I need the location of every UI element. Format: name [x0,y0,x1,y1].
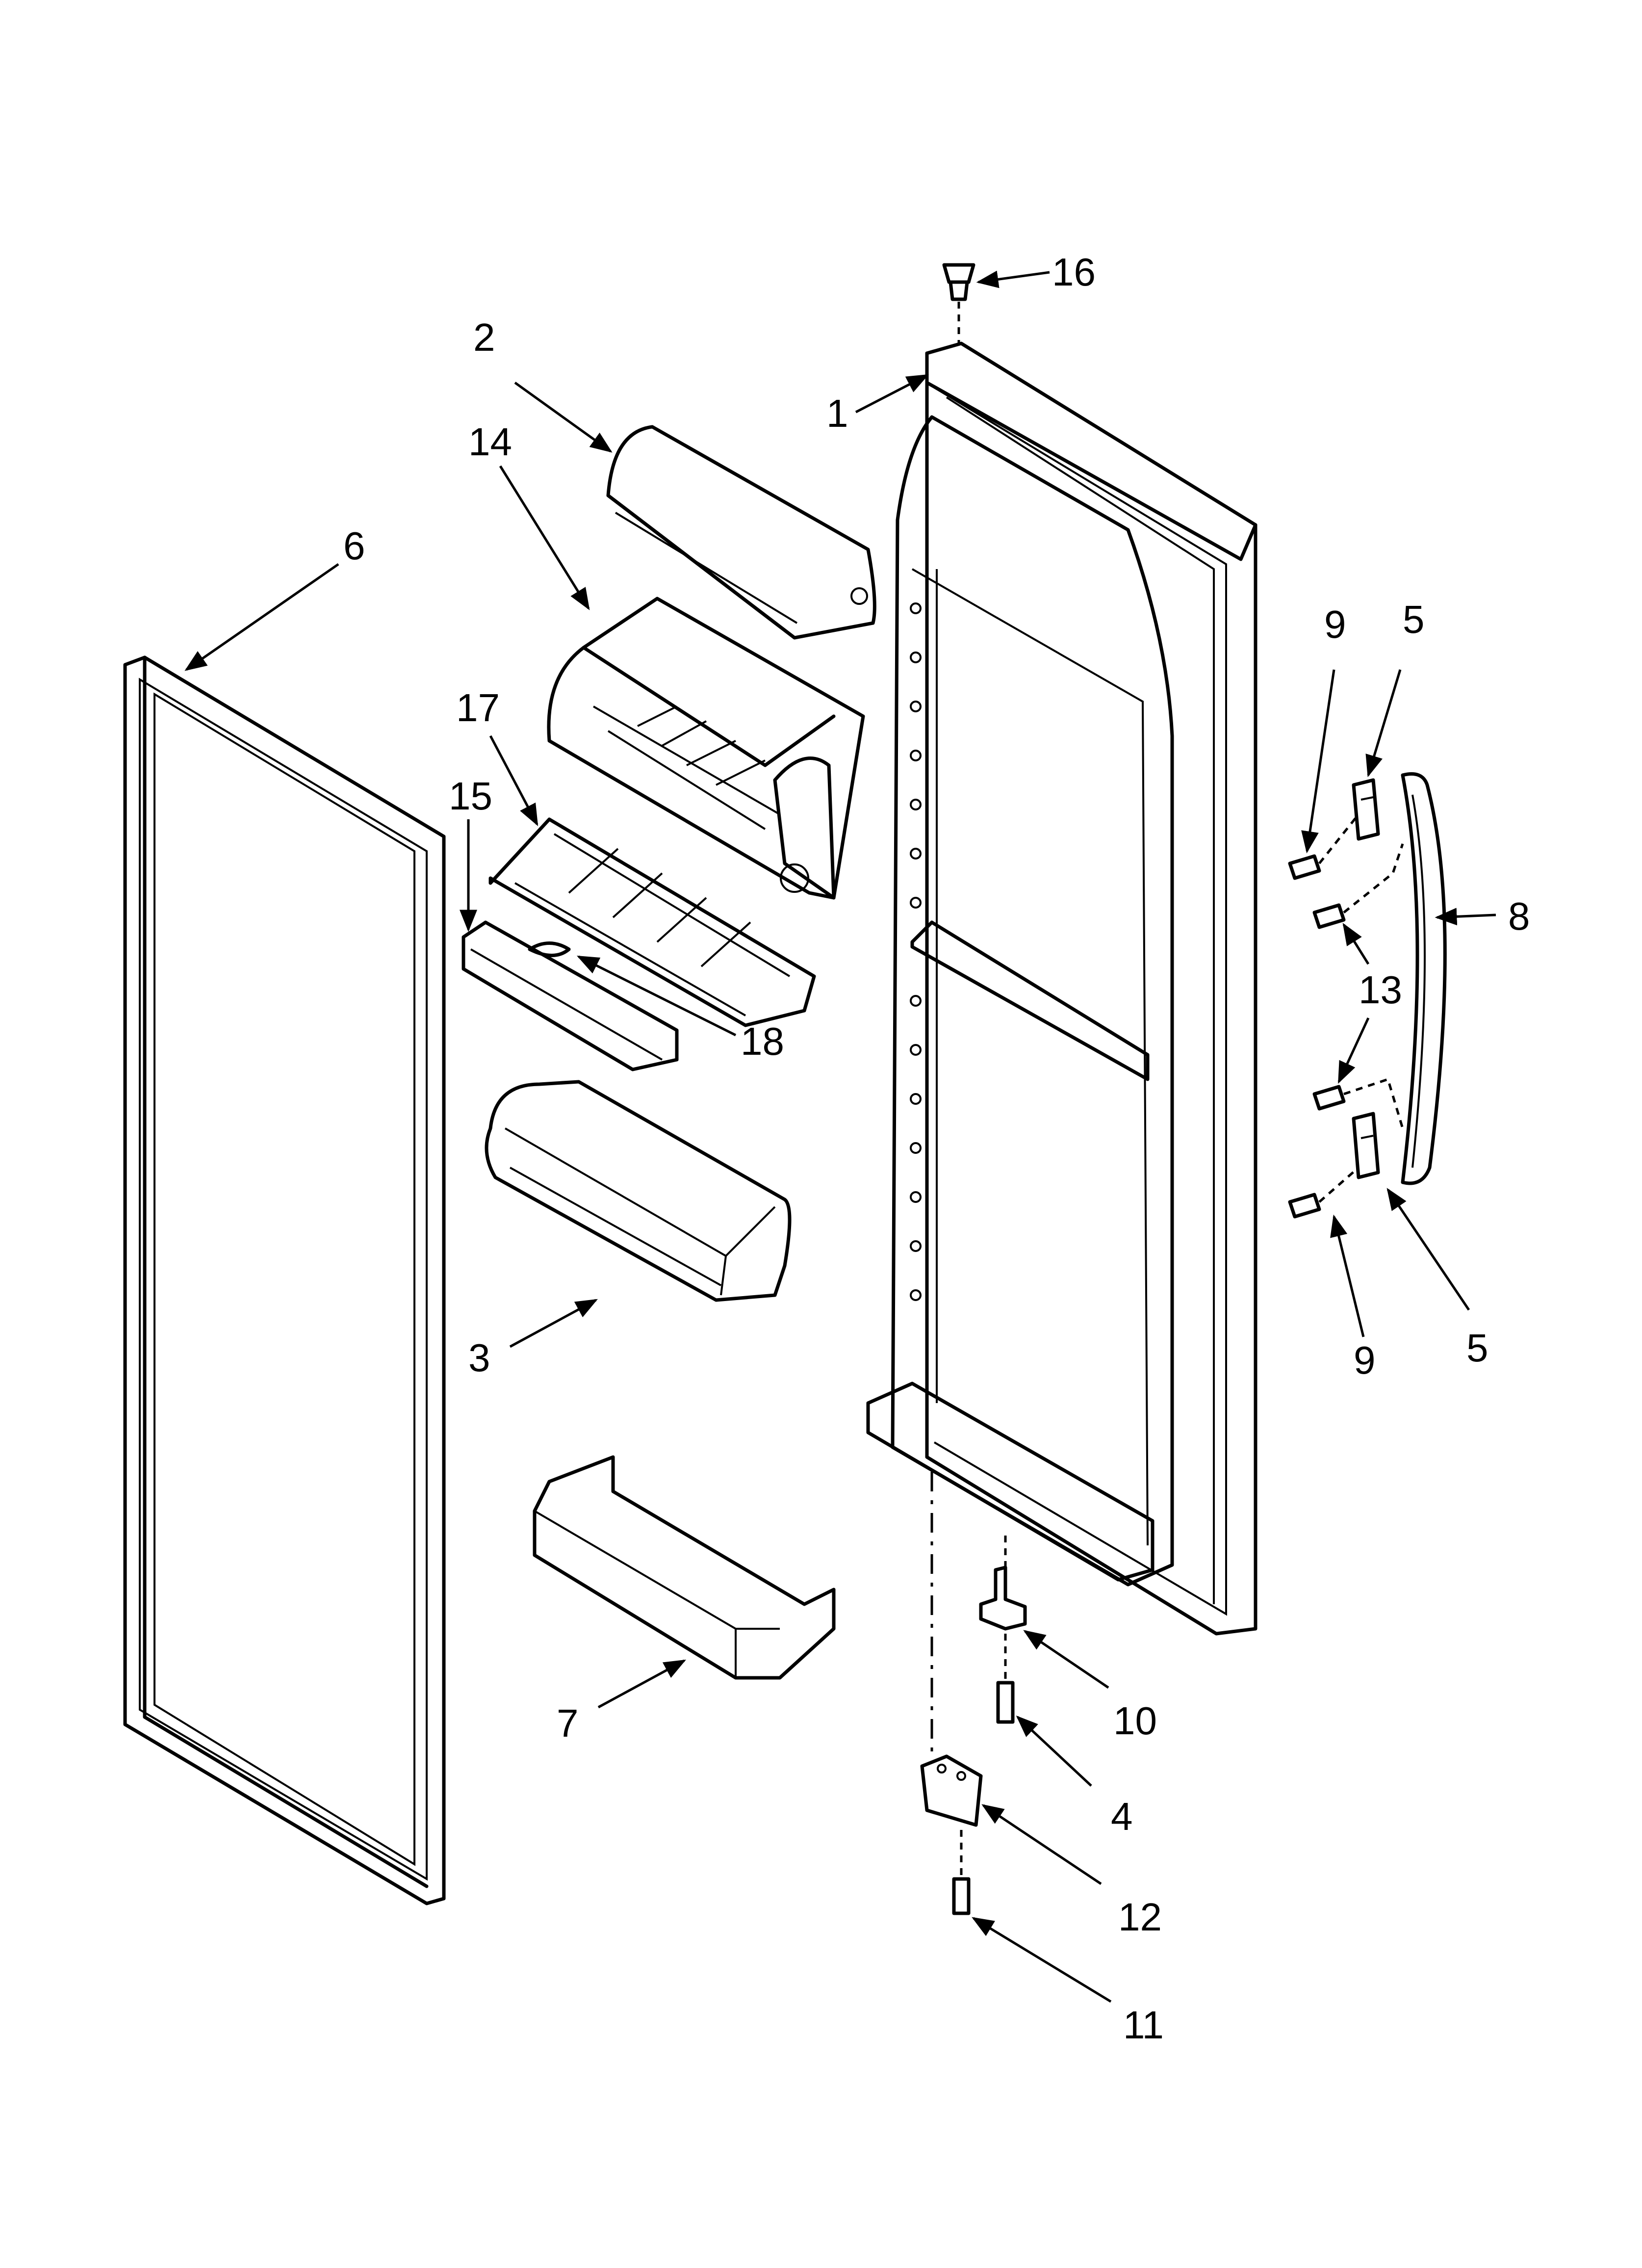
callout-9-top: 9 [1324,602,1346,646]
callout-5-bottom: 5 [1466,1326,1488,1370]
leader-line-10 [1023,1630,1109,1689]
screw-13-top [1312,903,1346,929]
leader-line-7 [597,1659,686,1709]
screw-axis-line [1343,1077,1404,1129]
leader-line-9-bottom [1330,1214,1365,1337]
callout-14: 14 [468,420,512,464]
door-trim-part [462,920,679,1071]
door-rail-part [533,1455,836,1680]
refrigerator-door-part [866,341,1257,1636]
leader-line-13-bottom [1337,1017,1370,1084]
leader-line-16 [976,270,1050,288]
leader-line-1 [855,374,929,414]
callout-2: 2 [473,315,495,359]
door-bin-part [485,1080,792,1302]
screw-13-bottom [1312,1085,1346,1111]
door-gasket-part [123,655,446,1905]
dairy-door-part [606,425,876,640]
screw-axis-line [1343,843,1404,913]
callout-16: 16 [1052,250,1096,294]
leader-line-4 [1016,1715,1092,1787]
trim-insert-part [528,941,571,957]
hinge-pin-part [979,1565,1027,1631]
screw-9-top [1288,854,1321,880]
door-handle-part [1401,772,1447,1185]
leader-line-6 [184,563,339,671]
screw-9-bottom [1288,1193,1321,1219]
callout-4: 4 [1111,1795,1133,1838]
callout-11: 11 [1123,2003,1164,2047]
leader-line-11 [972,1917,1112,2003]
leader-line-17 [489,735,539,826]
leader-line-12 [981,1804,1102,1885]
plug-part [942,263,975,301]
callout-17: 17 [456,686,500,730]
leader-line-9-top [1301,669,1335,854]
callout-9-bottom: 9 [1354,1338,1376,1382]
callout-8: 8 [1508,894,1530,938]
handle-mount-bottom-part [1352,1112,1380,1179]
leader-line-14 [499,465,590,610]
screw-axis-line [1318,813,1360,864]
leader-line-8 [1435,908,1496,926]
bracket-screw-part [952,1877,971,1915]
dairy-compartment-part [547,597,865,900]
callout-13: 13 [1359,968,1402,1012]
callout-15: 15 [449,774,492,818]
callout-6: 6 [343,524,365,568]
callout-3: 3 [468,1336,490,1380]
callout-7: 7 [557,1701,579,1745]
callout-12: 12 [1118,1895,1162,1939]
leader-line-3 [509,1299,598,1348]
leader-line-5-bottom [1386,1188,1470,1311]
screw-axis-line [1318,1167,1360,1203]
callout-1: 1 [826,391,848,435]
leader-line-18 [576,955,737,1037]
dairy-shelf-part [488,817,816,1027]
callout-18: 18 [741,1019,784,1063]
leader-line-13-top [1342,923,1370,965]
callout-5-top: 5 [1403,598,1425,641]
leader-line-2 [514,381,613,453]
hinge-bracket-part [920,1754,983,1827]
hinge-screw-part [996,1681,1015,1724]
callout-10: 10 [1113,1699,1157,1743]
leader-line-5-top [1365,669,1402,778]
handle-mount-top-part [1352,778,1380,841]
